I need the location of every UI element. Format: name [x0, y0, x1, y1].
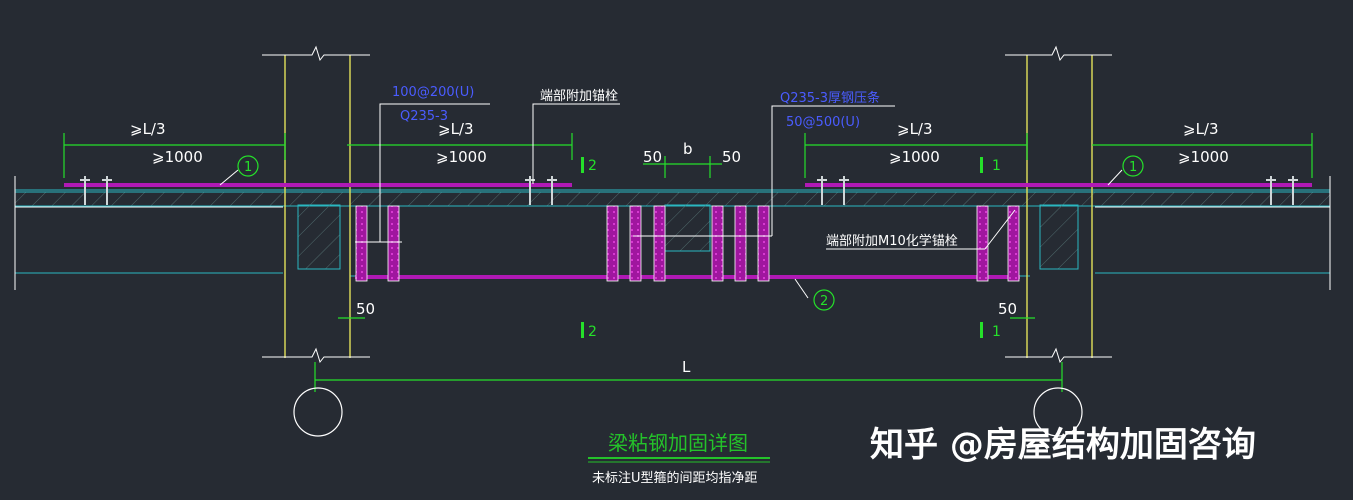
drawing-title: 梁粘钢加固详图: [608, 431, 748, 455]
section-1-bottom: 1: [992, 324, 1001, 340]
callout-leaders: [219, 103, 1123, 299]
watermark: 知乎 @房屋结构加固咨询: [870, 425, 1256, 465]
steel-plates: [64, 183, 1312, 279]
dim-1000-left: ⩾1000: [152, 148, 203, 166]
dimension-lines: [63, 133, 1313, 392]
side-beams: [297, 204, 1079, 270]
dim-gap-50-bottom-left: 50: [356, 300, 375, 318]
dim-1000-mid-right: ⩾1000: [889, 148, 940, 166]
dim-gap-50-bottom-right: 50: [998, 300, 1017, 318]
plate-markers: [237, 155, 1144, 311]
callout-end-anchor: 端部附加锚栓: [540, 89, 618, 104]
dim-b: b: [683, 140, 693, 158]
dim-1000-mid-left: ⩾1000: [436, 148, 487, 166]
callout-u-hoop-right: 50@500(U): [786, 115, 860, 130]
top-anchor-bolts: [80, 176, 1298, 205]
section-marks: [581, 157, 983, 338]
dim-1000-right: ⩾1000: [1178, 148, 1229, 166]
dim-l3-right: ⩾L/3: [1183, 120, 1219, 138]
grid-axes: [293, 387, 1083, 437]
section-1-top: 1: [992, 158, 1001, 174]
dim-gap-50-right: 50: [722, 148, 741, 166]
u-hoops: [355, 205, 1020, 282]
callout-u-hoop-left: 100@200(U): [392, 85, 474, 100]
dim-l3-mid-left: ⩾L/3: [438, 120, 474, 138]
marker-plate-top-left: 1: [244, 160, 252, 175]
dim-l3-left: ⩾L/3: [130, 120, 166, 138]
callout-q235-left: Q235-3: [400, 109, 448, 124]
callout-chem-anchor: 端部附加M10化学锚栓: [826, 233, 958, 249]
section-2-top: 2: [588, 158, 597, 174]
marker-plate-top-right: 1: [1129, 160, 1137, 175]
drawing-subtitle: 未标注U型箍的间距均指净距: [592, 470, 758, 486]
dim-gap-50-left: 50: [643, 148, 662, 166]
dim-l3-mid-right: ⩾L/3: [897, 120, 933, 138]
dim-span-l: L: [682, 358, 691, 376]
columns: [262, 45, 1112, 364]
callout-q235-right: Q235-3厚钢压条: [780, 90, 880, 106]
section-2-bottom: 2: [588, 324, 597, 340]
marker-plate-bottom: 2: [820, 294, 828, 309]
